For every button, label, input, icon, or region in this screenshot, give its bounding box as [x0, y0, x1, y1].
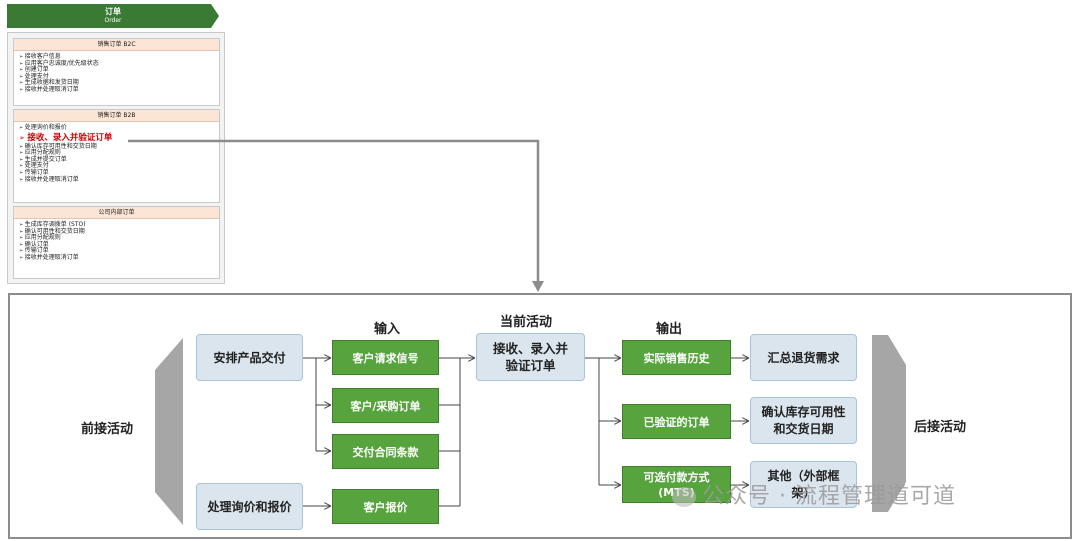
list-item: 处理询价和报价 — [19, 124, 219, 132]
current-activity: 接收、录入并验证订单 — [476, 333, 585, 381]
section-b2c-title: 销售订单 B2C — [14, 39, 219, 51]
list-item: 处理支付 — [19, 163, 219, 170]
banner-title-en: Order — [104, 17, 122, 24]
output-actual-sales: 实际销售历史 — [622, 340, 731, 375]
input-customer-request: 客户请求信号 — [332, 340, 439, 375]
list-item: 生成库存调拨单 (STO) — [19, 221, 219, 229]
list-item: 确认库存可用性和交货日期 — [19, 143, 219, 151]
predecessor-label: 前接活动 — [81, 422, 134, 437]
order-types-panel: 销售订单 B2C 接收客户信息 应用客户忠诚度/优先级状态 创建订单 处理支付 … — [7, 32, 225, 284]
target-confirm-inventory: 确认库存可用性和交货日期 — [750, 397, 857, 444]
list-item: 应用客户忠诚度/优先级状态 — [19, 60, 219, 68]
output-verified-order: 已验证的订单 — [622, 404, 731, 439]
target-other: 其他（外部框架） — [750, 461, 857, 508]
list-item: 传输订单 — [19, 169, 219, 177]
list-item: 传输订单 — [19, 248, 219, 255]
input-customer-po: 客户/采购订单 — [332, 388, 439, 423]
order-banner: 订单 Order — [7, 4, 219, 28]
highlight-connector — [128, 139, 540, 289]
section-b2c: 销售订单 B2C 接收客户信息 应用客户忠诚度/优先级状态 创建订单 处理支付 … — [13, 38, 220, 106]
list-item: 生成并提交订单 — [19, 156, 219, 164]
list-item: 接收并处理取消订单 — [19, 86, 219, 94]
list-item: 接收并处理取消订单 — [19, 254, 219, 262]
list-item: 生成收据和发货日期 — [19, 80, 219, 87]
source-arrange-delivery: 安排产品交付 — [196, 334, 303, 381]
input-customer-quote: 客户报价 — [332, 489, 439, 524]
list-item: 处理支付 — [19, 73, 219, 81]
list-item: 创建订单 — [19, 67, 219, 74]
section-internal: 公司内部订单 生成库存调拨单 (STO) 确认可用性和交货日期 应用分配规则 确… — [13, 206, 220, 279]
section-b2b-title: 销售订单 B2B — [14, 110, 219, 122]
list-item: 接收客户信息 — [19, 53, 219, 61]
target-return-demand: 汇总退货需求 — [750, 334, 857, 381]
list-item: 接收并处理取消订单 — [19, 176, 219, 184]
list-item: 确认可用性和交货日期 — [19, 228, 219, 236]
wechat-icon — [672, 487, 696, 507]
successor-label: 后接活动 — [914, 420, 967, 435]
watermark: 公众号 · 流程管理道可道 — [672, 478, 956, 510]
watermark-text: 公众号 · 流程管理道可道 — [702, 484, 956, 509]
section-internal-title: 公司内部订单 — [14, 207, 219, 219]
list-item: 应用分配规则 — [19, 235, 219, 242]
input-header: 输入 — [374, 322, 401, 337]
section-b2b: 销售订单 B2B 处理询价和报价 接收、录入并验证订单 确认库存可用性和交货日期… — [13, 109, 220, 203]
list-item-highlighted: 接收、录入并验证订单 — [19, 132, 219, 144]
source-inquiry-quote: 处理询价和报价 — [196, 483, 303, 530]
list-item: 确认订单 — [19, 241, 219, 249]
input-delivery-terms: 交付合同条款 — [332, 434, 439, 469]
list-item: 应用分配规则 — [19, 150, 219, 157]
predecessor-chevron — [155, 338, 183, 525]
current-header: 当前活动 — [500, 315, 553, 330]
successor-chevron — [872, 335, 906, 512]
output-header: 输出 — [656, 322, 683, 337]
banner-title-cn: 订单 — [105, 7, 121, 16]
